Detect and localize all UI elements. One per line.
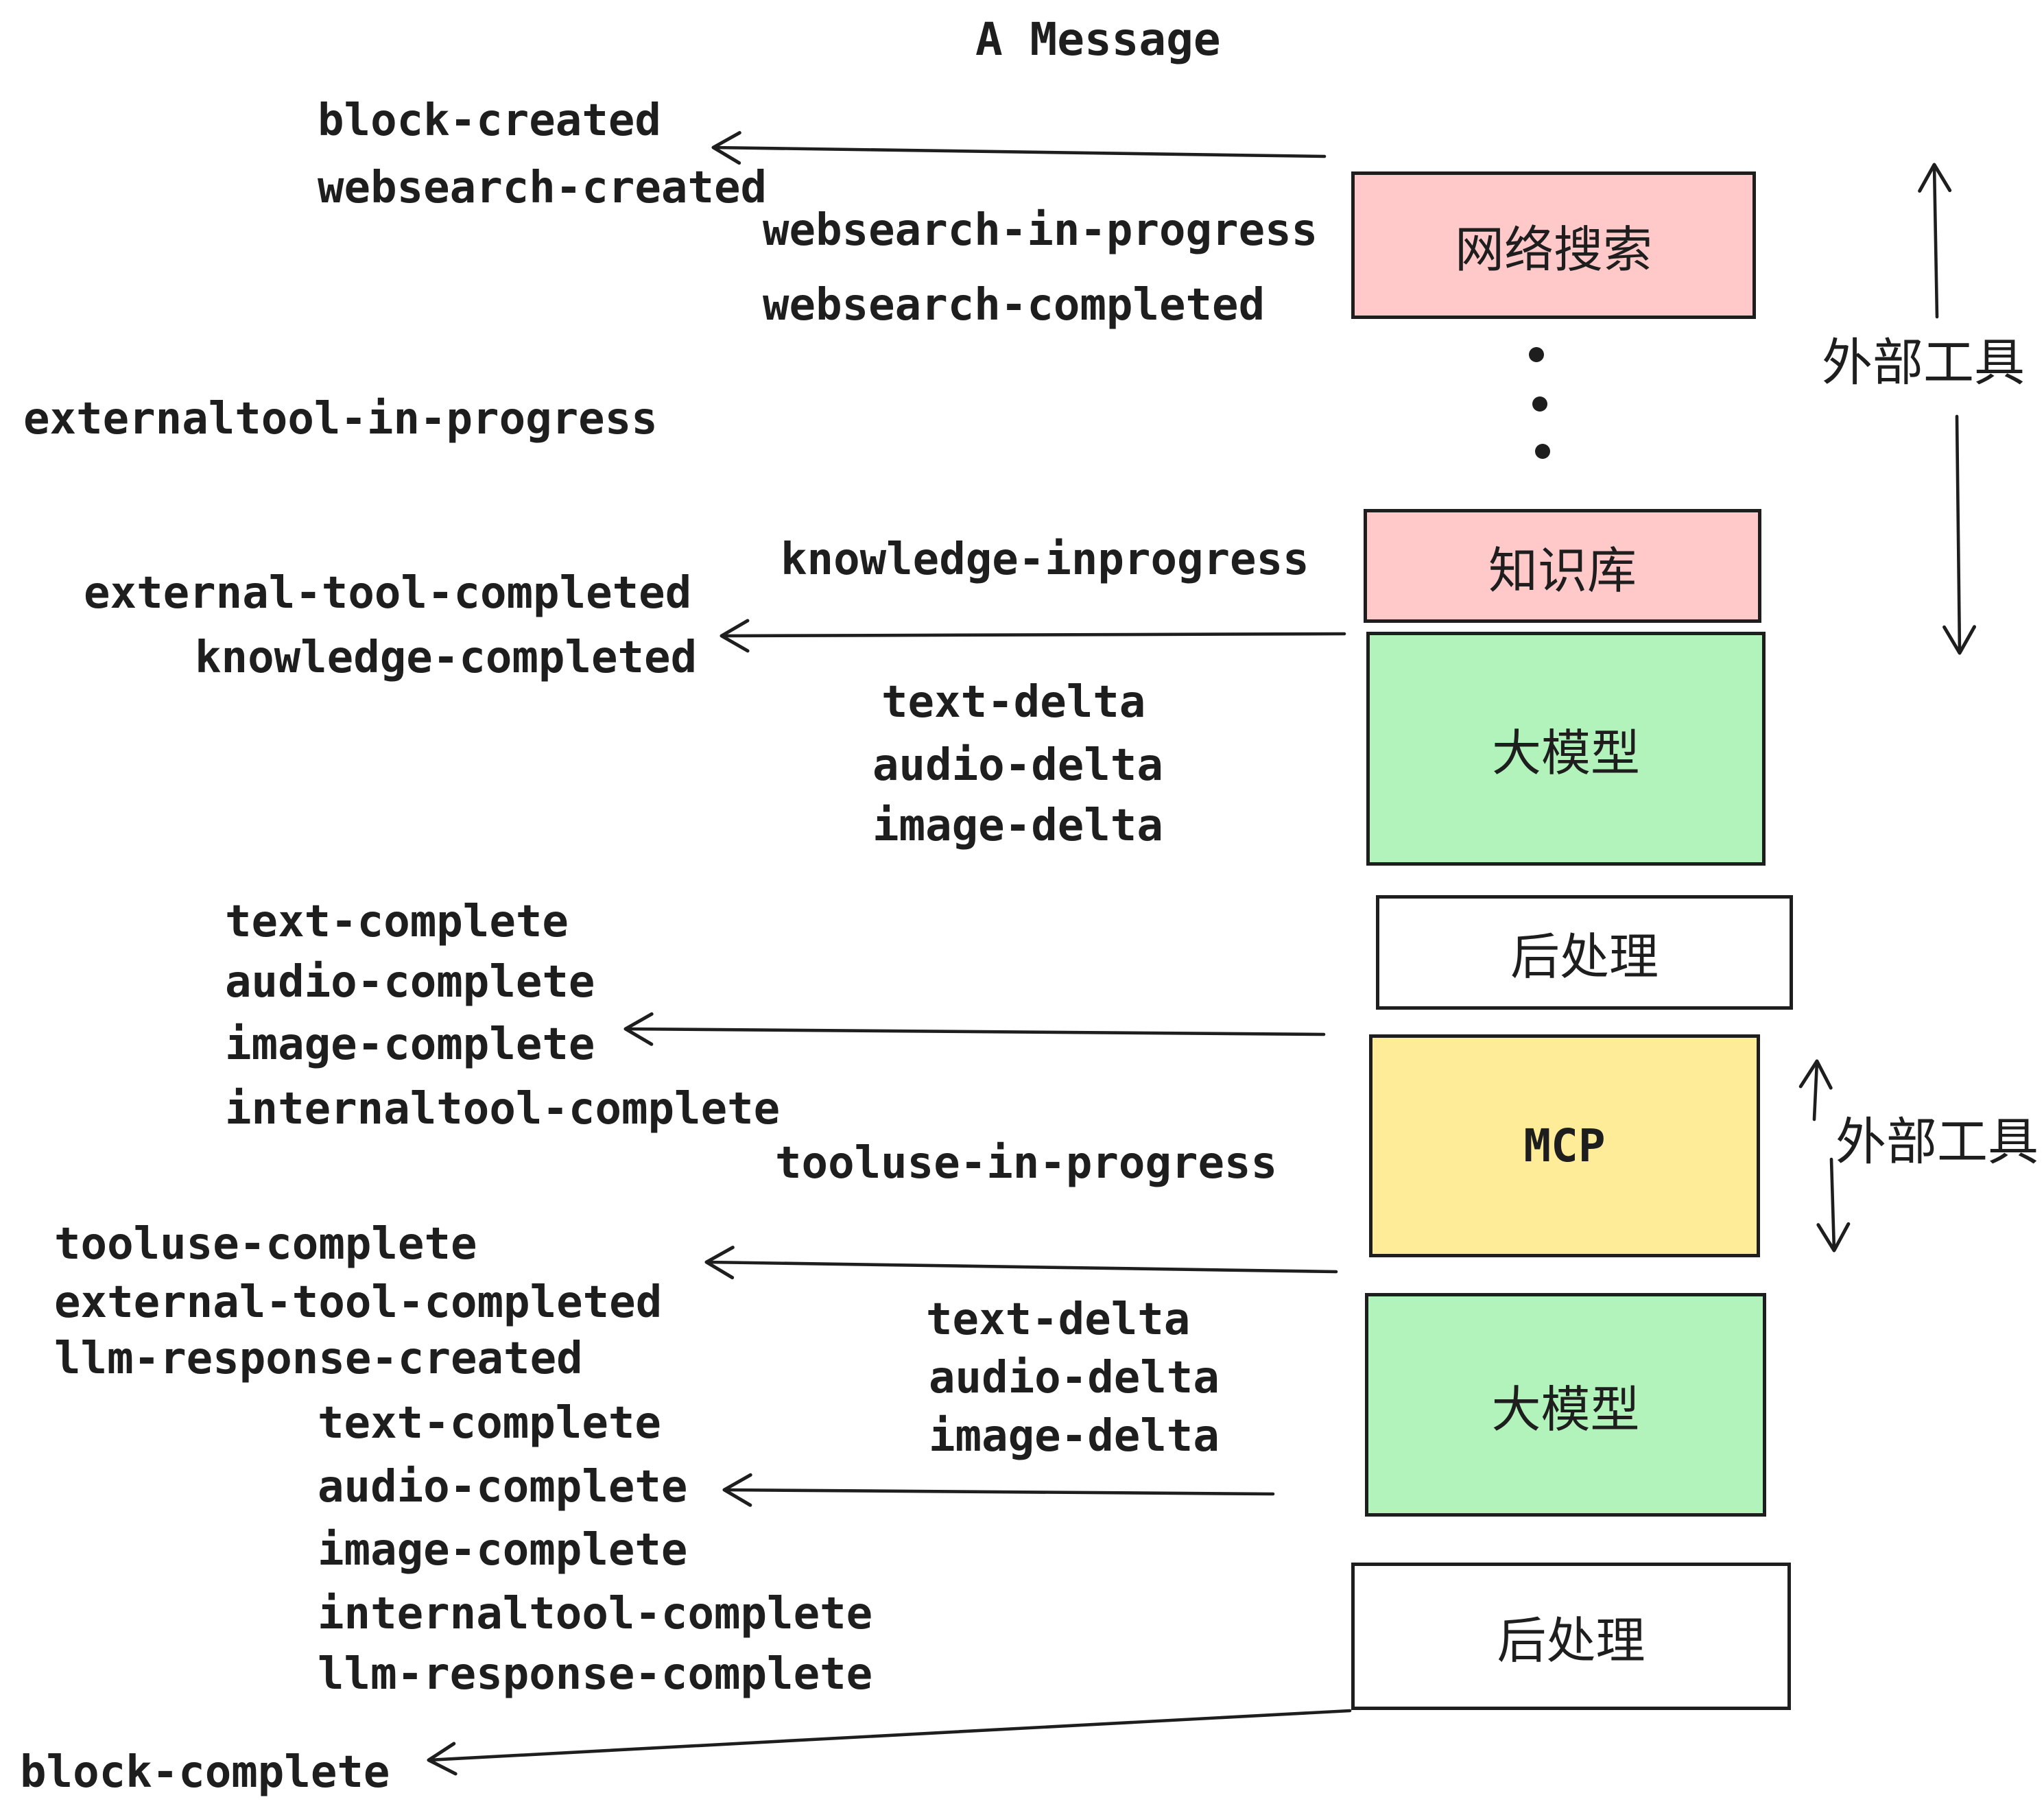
node-post-2-label: 后处理 xyxy=(1497,1612,1645,1670)
event-label-llm-response-created: llm-response-created xyxy=(54,1333,583,1384)
ellipsis-dot xyxy=(1529,347,1544,362)
event-label-audio-complete-2: audio-complete xyxy=(318,1462,688,1512)
event-label-audio-delta-2: audio-delta xyxy=(929,1353,1220,1403)
event-label-llm-response-complete: llm-response-complete xyxy=(318,1649,873,1700)
node-post-1-label: 后处理 xyxy=(1510,928,1659,986)
event-label-externaltool-in-progress: externaltool-in-progress xyxy=(23,394,658,444)
arrow-to-knowledge-completed xyxy=(720,619,1346,653)
arrow-to-websearch-created xyxy=(711,131,1327,165)
ellipsis-dot xyxy=(1532,396,1547,412)
event-label-image-complete: image-complete xyxy=(225,1019,595,1070)
arrow-to-external-tool-completed xyxy=(704,1246,1338,1280)
event-label-audio-complete: audio-complete xyxy=(225,957,595,1008)
event-label-tooluse-in-progress: tooluse-in-progress xyxy=(775,1138,1278,1189)
event-label-knowledge-inprogress: knowledge-inprogress xyxy=(781,534,1309,585)
node-llm-1: 大模型 xyxy=(1366,632,1766,866)
node-llm-2-label: 大模型 xyxy=(1491,1380,1640,1438)
event-label-tooluse-complete: tooluse-complete xyxy=(54,1219,477,1270)
node-llm-1-label: 大模型 xyxy=(1491,724,1640,782)
event-label-text-complete: text-complete xyxy=(225,897,569,947)
node-mcp: MCP xyxy=(1369,1034,1760,1257)
event-label-image-complete-2: image-complete xyxy=(318,1525,688,1576)
node-post-2: 后处理 xyxy=(1351,1563,1791,1710)
node-post-1: 后处理 xyxy=(1376,895,1793,1010)
node-websearch: 网络搜索 xyxy=(1351,171,1756,319)
node-mcp-label: MCP xyxy=(1523,1119,1606,1172)
event-label-internaltool-complete: internaltool-complete xyxy=(225,1084,781,1135)
event-label-text-delta: text-delta xyxy=(881,677,1146,728)
event-label-image-delta-2: image-delta xyxy=(929,1411,1220,1462)
node-llm-2: 大模型 xyxy=(1365,1293,1766,1517)
event-label-websearch-completed: websearch-completed xyxy=(763,280,1265,331)
event-label-external-tool-completed: external-tool-completed xyxy=(84,568,692,619)
external-tools-top-up-arrow xyxy=(1918,163,1952,319)
event-label-text-complete-2: text-complete xyxy=(318,1398,661,1449)
diagram-title: A Message xyxy=(975,13,1221,66)
node-knowledge-label: 知识库 xyxy=(1488,541,1637,600)
external-tools-label-top: 外部工具 xyxy=(1822,333,2025,392)
event-label-websearch-created: websearch-created xyxy=(318,163,768,213)
event-label-knowledge-completed: knowledge-completed xyxy=(195,632,698,683)
event-label-image-delta: image-delta xyxy=(872,800,1163,851)
node-websearch-label: 网络搜索 xyxy=(1454,221,1652,278)
arrow-to-audio-complete xyxy=(722,1473,1275,1507)
event-label-text-delta-2: text-delta xyxy=(926,1294,1191,1345)
event-label-audio-delta: audio-delta xyxy=(872,740,1163,791)
event-label-block-complete: block-complete xyxy=(20,1747,390,1798)
event-label-external-tool-completed-2: external-tool-completed xyxy=(54,1277,663,1328)
external-tools-top-down-arrow xyxy=(1942,414,1977,655)
event-label-websearch-in-progress: websearch-in-progress xyxy=(763,205,1318,256)
external-tools-mid-up-arrow xyxy=(1798,1059,1833,1121)
external-tools-label-middle: 外部工具 xyxy=(1835,1113,2039,1172)
ellipsis-dot xyxy=(1535,444,1550,459)
event-label-internaltool-complete-2: internaltool-complete xyxy=(318,1589,873,1639)
node-knowledge: 知识库 xyxy=(1364,509,1761,623)
external-tools-mid-down-arrow xyxy=(1816,1157,1851,1253)
arrow-to-image-complete xyxy=(623,1012,1326,1046)
arrow-to-block-complete xyxy=(427,1709,1352,1776)
event-label-block-created: block-created xyxy=(318,95,661,146)
